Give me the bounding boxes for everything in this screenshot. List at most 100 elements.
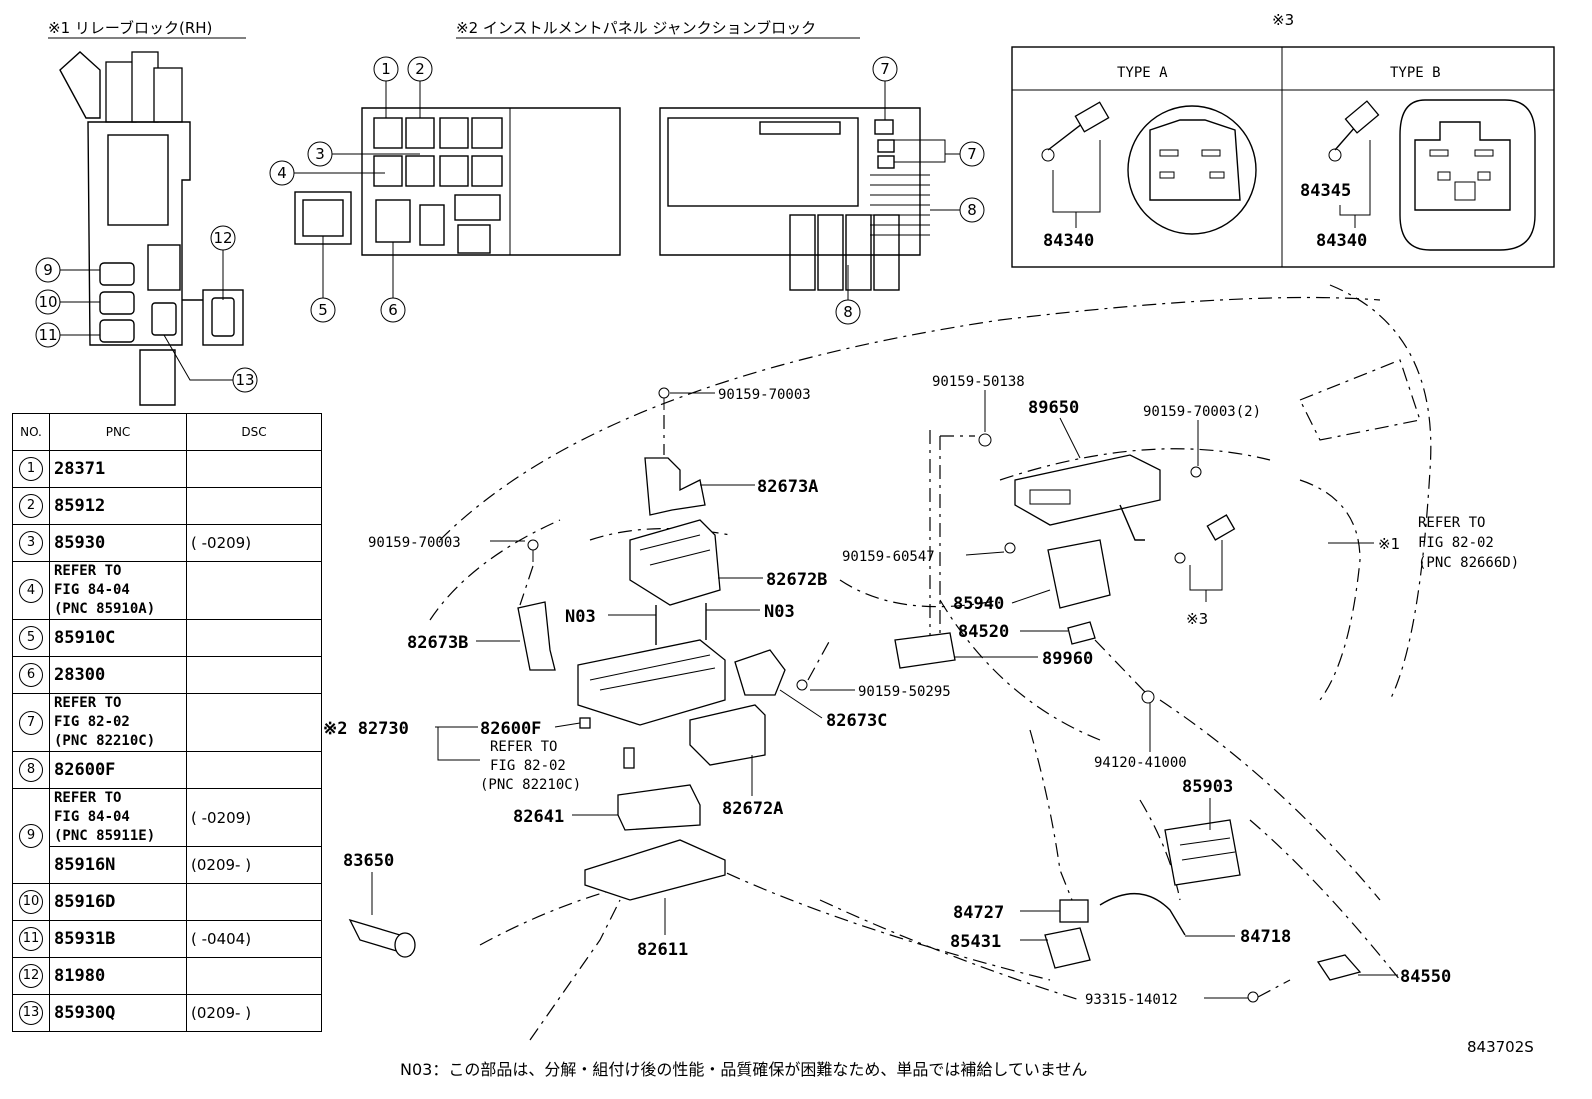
type-b-label: TYPE B: [1390, 65, 1441, 81]
relay-callouts: 12 9 10 11 13: [35, 225, 258, 393]
pnc-cell: 85916N: [49, 846, 187, 884]
label-90159-50138: 90159-50138: [932, 374, 1025, 390]
label-85940: 85940: [953, 594, 1004, 614]
col-no-header: NO.: [12, 413, 50, 451]
callout-10: 10: [38, 293, 57, 311]
dsc-cell: [186, 450, 322, 488]
table-row: 85916N(0209- ): [13, 846, 322, 884]
row-number: 11: [12, 920, 50, 958]
dsc-cell: [186, 693, 322, 752]
dsc-cell: [186, 883, 322, 921]
pnc-cell: 85912: [49, 487, 187, 525]
row-number-circle: 11: [19, 927, 43, 951]
relay-block-drawing: [59, 51, 244, 406]
callout-7a: 7: [880, 60, 890, 78]
pnc-cell: 85931B: [49, 920, 187, 958]
row-number-circle: 13: [19, 1001, 43, 1025]
dashboard-outline: [429, 284, 1432, 1041]
label-84727: 84727: [953, 903, 1004, 923]
row-number-circle: 5: [19, 626, 43, 650]
pnc-cell: 81980: [49, 957, 187, 995]
junction-block-header: ※2 インストルメントパネル ジャンクションブロック: [456, 19, 816, 37]
col-pnc-header: PNC: [49, 413, 187, 451]
dsc-cell: [186, 561, 322, 620]
row-number: 9: [12, 788, 50, 884]
dsc-cell: (0209- ): [186, 994, 322, 1032]
part-84340-a: 84340: [1043, 231, 1094, 251]
pnc-cell: 85910C: [49, 619, 187, 657]
callout-8b: 8: [843, 303, 853, 321]
row-number-circle: 8: [19, 758, 43, 782]
callout-2: 2: [415, 60, 425, 78]
type-a-label: TYPE A: [1117, 65, 1168, 81]
label-82672B: 82672B: [766, 570, 827, 590]
junction-callouts: 1 2 3 4 5 6 7 7 8 8: [269, 56, 985, 325]
dsc-cell: (0209- ): [186, 846, 322, 884]
label-84550: 84550: [1400, 967, 1451, 987]
dsc-cell: ( -0209): [186, 788, 322, 847]
refer-82210c-line3: (PNC 82210C): [480, 777, 581, 793]
row-number: 5: [12, 619, 50, 657]
leader-lines: [371, 390, 1398, 999]
label-90159-70003-2: 90159-70003(2): [1143, 404, 1261, 420]
row-number-circle: 9: [19, 824, 43, 848]
dsc-cell: ( -0404): [186, 920, 322, 958]
label-93315-14012: 93315-14012: [1085, 992, 1178, 1008]
callout-7b: 7: [967, 145, 977, 163]
callout-3: 3: [315, 145, 325, 163]
col-dsc-header: DSC: [186, 413, 322, 451]
pnc-cell: 28300: [49, 656, 187, 694]
dsc-cell: [186, 619, 322, 657]
row-number-circle: 1: [19, 457, 43, 481]
dsc-cell: [186, 656, 322, 694]
dsc-cell: [186, 957, 322, 995]
callout-11: 11: [38, 326, 57, 344]
row-number: 4: [12, 561, 50, 620]
figure-code: 843702S: [1467, 1038, 1534, 1056]
label-94120-41000: 94120-41000: [1094, 755, 1187, 771]
label-82730: ※2 82730: [323, 719, 409, 739]
callout-13: 13: [235, 371, 254, 389]
label-90159-50295: 90159-50295: [858, 684, 951, 700]
row-number-circle: 6: [19, 663, 43, 687]
row-number-circle: 2: [19, 494, 43, 518]
callout-1: 1: [381, 60, 391, 78]
refer-82666d-line3: (PNC 82666D): [1418, 555, 1519, 571]
row-number: 13: [12, 994, 50, 1032]
row-number: 7: [12, 693, 50, 752]
row-number-circle: 7: [19, 710, 43, 735]
pnc-cell: 85930: [49, 524, 187, 562]
label-82673C: 82673C: [826, 711, 887, 731]
row-number-circle: 4: [19, 578, 43, 603]
junction-block-drawing: [294, 107, 930, 291]
label-90159-70003-top: 90159-70003: [718, 387, 811, 403]
label-82672A: 82672A: [722, 799, 783, 819]
row-number-circle: 12: [19, 964, 43, 988]
label-82600F: 82600F: [480, 719, 541, 739]
label-85431: 85431: [950, 932, 1001, 952]
row-number: 3: [12, 524, 50, 562]
callout-4: 4: [277, 164, 287, 182]
row-number-circle: 10: [19, 890, 43, 914]
refer-82210c-line1: REFER TO: [490, 739, 557, 755]
dsc-cell: [186, 487, 322, 525]
dsc-cell: ( -0209): [186, 524, 322, 562]
